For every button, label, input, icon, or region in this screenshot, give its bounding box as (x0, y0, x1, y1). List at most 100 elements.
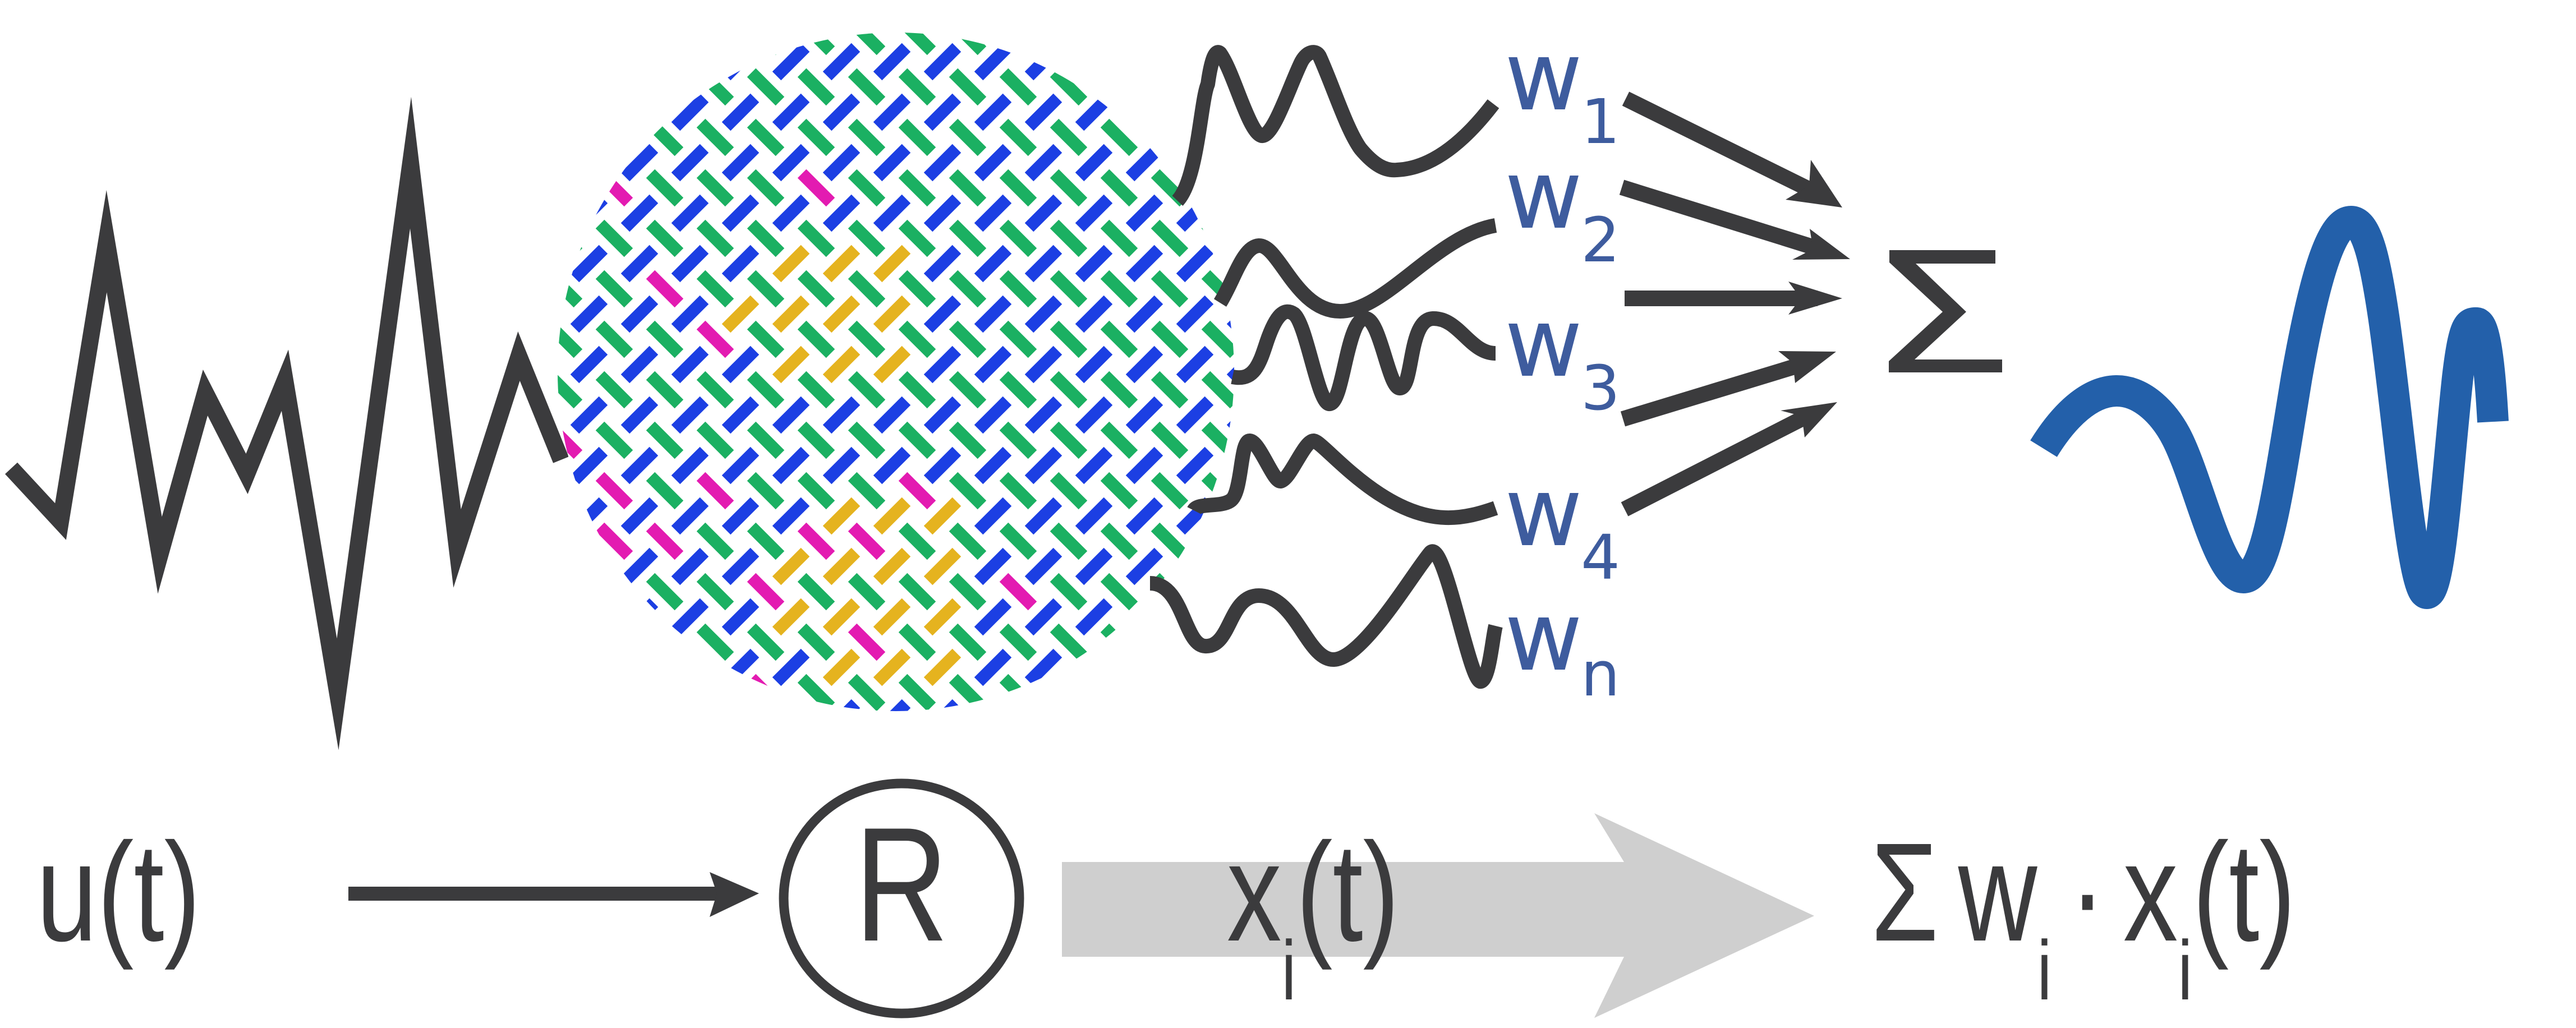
pattern-dash-falling (1151, 472, 1189, 510)
pattern-dash-rising (923, 345, 962, 384)
pattern-dash-rising (671, 547, 709, 586)
pattern-dash-falling (1100, 270, 1138, 308)
pattern-dash-rising (822, 446, 861, 485)
pattern-dash-falling (696, 169, 734, 207)
pattern-dash-rising (1176, 396, 1214, 434)
pattern-dash-rising (1075, 547, 1113, 586)
pattern-dash-falling (646, 169, 684, 207)
pattern-dash-rising (620, 497, 659, 535)
pattern-dash-falling (848, 320, 886, 358)
pattern-dash-rising (1075, 43, 1113, 81)
pattern-dash-rising (570, 245, 608, 283)
pattern-dash-rising (1226, 295, 1234, 333)
pattern-dash-falling (999, 219, 1037, 257)
svg-text:w: w (1505, 288, 1583, 399)
pattern-dash-falling (646, 421, 684, 459)
pattern-dash-falling (797, 674, 835, 711)
pattern-dash-rising (721, 194, 760, 232)
pattern-dash-rising (822, 648, 861, 686)
pattern-dash-rising (822, 295, 861, 333)
pattern-dash-falling (797, 169, 835, 207)
pattern-dash-rising (974, 699, 1012, 711)
pattern-dash-falling (898, 522, 936, 560)
pattern-dash-rising (620, 93, 659, 131)
pattern-dash-rising (1075, 446, 1113, 485)
svg-text:w: w (1505, 140, 1583, 251)
pattern-dash-falling (797, 270, 835, 308)
pattern-dash-falling (949, 522, 987, 560)
pattern-dash-falling (797, 371, 835, 409)
pattern-dash-rising (1125, 547, 1163, 586)
pattern-dash-falling (595, 219, 633, 257)
pattern-dash-falling (696, 421, 734, 459)
pattern-dash-rising (823, 0, 860, 30)
pattern-dash-falling (848, 573, 886, 611)
pattern-dash-falling (595, 421, 633, 459)
pattern-dash-falling (558, 219, 583, 257)
pattern-dash-rising (974, 144, 1012, 182)
pattern-dash-rising (974, 345, 1012, 384)
reservoir-pattern-circle (520, 0, 1234, 711)
pattern-dash-rising (873, 0, 910, 30)
pattern-dash-falling (949, 219, 987, 257)
pattern-dash-falling (949, 421, 987, 459)
pattern-dash-rising (772, 648, 810, 686)
pattern-dash-falling (1050, 472, 1088, 510)
pattern-dash-falling (797, 472, 835, 510)
pattern-dash-falling (898, 421, 936, 459)
pattern-dash-falling (999, 472, 1037, 510)
pattern-dash-rising (923, 547, 962, 586)
pattern-dash-rising (1024, 598, 1062, 636)
pattern-dash-rising (671, 194, 709, 232)
pattern-dash-falling (949, 472, 987, 510)
pattern-dash-falling (747, 623, 785, 661)
pattern-dash-rising (620, 547, 659, 586)
pattern-dash-falling (797, 421, 835, 459)
pattern-dash-rising (721, 396, 760, 434)
pattern-dash-rising (772, 93, 810, 131)
pattern-dash-rising (620, 396, 659, 434)
pattern-dash-rising (1125, 295, 1163, 333)
pattern-dash-rising (671, 144, 709, 182)
pattern-dash-rising (974, 93, 1012, 131)
pattern-dash-rising (1075, 144, 1113, 182)
pattern-dash-falling (1151, 219, 1189, 257)
pattern-dash-rising (772, 598, 810, 636)
pattern-dash-falling (848, 33, 886, 56)
pattern-dash-rising (721, 93, 760, 131)
reservoir-letter: R (854, 793, 949, 975)
svg-text:3: 3 (1581, 352, 1620, 424)
weight-label-4: w 4 (1505, 457, 1620, 593)
pattern-dash-rising (873, 144, 911, 182)
pattern-dash-rising (1176, 295, 1214, 333)
pattern-dash-rising (822, 43, 861, 81)
pattern-dash-rising (1125, 497, 1163, 535)
pattern-dash-falling (1100, 219, 1138, 257)
pattern-dash-rising (873, 245, 911, 283)
pattern-dash-falling (696, 371, 734, 409)
pattern-dash-falling (558, 371, 583, 409)
pattern-dash-falling (696, 674, 734, 711)
pattern-dash-falling (696, 118, 734, 156)
pattern-dash-falling (999, 33, 1037, 56)
pattern-dash-falling (848, 472, 886, 510)
pattern-dash-falling (848, 623, 886, 661)
pattern-dash-falling (949, 371, 987, 409)
pattern-dash-falling (696, 522, 734, 560)
pattern-dash-falling (646, 472, 684, 510)
pattern-dash-rising (923, 144, 962, 182)
svg-text:1: 1 (1581, 86, 1620, 158)
weight-label-2: w 2 (1505, 140, 1620, 276)
pattern-dash-rising (1024, 194, 1062, 232)
pattern-dash-falling (1050, 169, 1088, 207)
pattern-dash-falling (1151, 118, 1189, 156)
pattern-dash-rising (923, 497, 962, 535)
pattern-dash-falling (1050, 118, 1088, 156)
sum-symbol (1889, 250, 2002, 372)
pattern-dash-rising (924, 0, 961, 30)
pattern-dash-falling (949, 169, 987, 207)
pattern-dash-rising (822, 194, 861, 232)
pattern-dash-rising (822, 497, 861, 535)
pattern-dash-rising (520, 296, 557, 333)
pattern-dash-falling (1201, 522, 1234, 560)
